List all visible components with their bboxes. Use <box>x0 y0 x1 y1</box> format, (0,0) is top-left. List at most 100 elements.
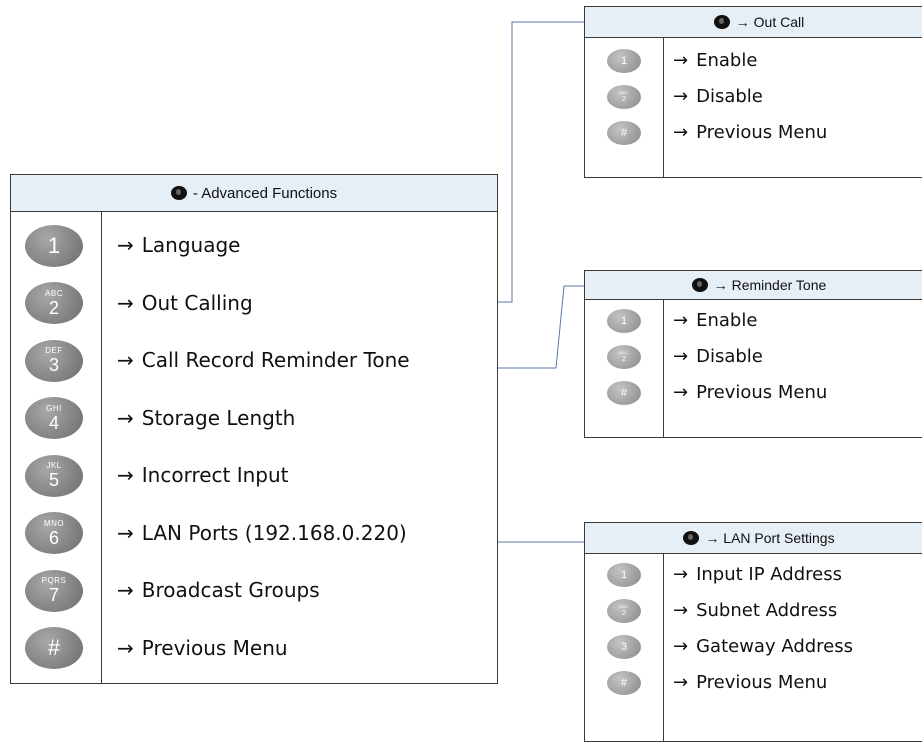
arrow-icon: → <box>673 85 689 107</box>
arrow-icon: → <box>673 381 689 403</box>
arrow-icon: → <box>673 309 689 331</box>
menu-item-text: Storage Length <box>141 405 296 430</box>
menu-item-label: →Disable <box>673 86 763 107</box>
key-letters: ABC <box>619 90 629 95</box>
menu-item-text: Disable <box>696 345 763 367</box>
key-letters: ABC <box>45 288 63 298</box>
menu-row[interactable]: 1→Enable <box>585 303 922 339</box>
menu-row[interactable]: #→Previous Menu <box>585 115 922 151</box>
menu-row[interactable]: # → Previous Menu <box>585 375 922 411</box>
key-number: 2 <box>622 356 626 363</box>
key-column <box>585 37 664 177</box>
menu-item-text: Enable <box>696 49 758 71</box>
arrow-icon: → <box>117 520 134 545</box>
arrow-icon: → <box>673 49 689 71</box>
key-number: # <box>620 676 628 689</box>
arrow-icon: → <box>117 635 134 660</box>
menu-item-label: → Enable <box>673 50 757 71</box>
key-column <box>11 211 102 683</box>
key-number: 6 <box>48 527 59 548</box>
arrow-icon: → <box>673 563 689 585</box>
key-number: # <box>620 386 628 399</box>
connector-lines <box>498 21 584 543</box>
key-number: 2 <box>622 610 626 617</box>
reminder-tone-header: → Reminder Tone <box>585 271 922 300</box>
9-key-icon <box>170 186 187 200</box>
menu-row[interactable]: 1→Enable <box>585 43 922 79</box>
menu-item-label: →Subnet Address <box>673 600 837 621</box>
lan-port-title: → LAN Port Settings <box>705 530 835 546</box>
menu-item-text: Gateway Address <box>696 635 854 657</box>
arrow-icon: → <box>117 578 134 603</box>
menu-row[interactable]: 3→Gateway Address <box>585 629 922 665</box>
keypad-1-icon: 1 <box>607 309 641 333</box>
key-number: 2 <box>622 96 626 103</box>
key-letters: ABC <box>619 604 629 609</box>
arrow-icon: → <box>117 463 134 488</box>
key-column <box>585 299 664 437</box>
menu-item-text: Out Calling <box>141 290 253 315</box>
key-letters: PQRS <box>41 576 67 586</box>
menu-row[interactable]: # →Previous Menu <box>585 665 922 701</box>
menu-item-label: → Incorrect Input <box>117 463 289 487</box>
keypad-1-icon: 1 <box>25 224 83 267</box>
arrow-icon: → <box>117 290 134 315</box>
menu-item-label: → Previous Menu <box>117 636 288 660</box>
2-key-icon <box>713 15 730 29</box>
menu-header: - Advanced Functions <box>11 175 497 212</box>
menu-item-text: Previous Menu <box>141 635 288 660</box>
arrow-icon: → <box>117 233 134 258</box>
key-letters: MNO <box>43 518 65 528</box>
key-letters: DEF <box>45 346 63 356</box>
key-number: 1 <box>620 314 628 327</box>
menu-item-label: → Disable <box>673 346 763 367</box>
key-letters: JKL <box>46 461 62 471</box>
menu-item-label: → Previous Menu <box>673 382 827 403</box>
keypad-1-icon: 1 <box>607 563 641 587</box>
keypad-hash-icon: # <box>25 627 83 670</box>
menu-item-text: LAN Ports (192.168.0.220) <box>141 520 407 545</box>
menu-item-text: Broadcast Groups <box>141 578 320 603</box>
arrow-icon: → <box>673 121 689 143</box>
menu-item-text: Previous Menu <box>696 381 828 403</box>
menu-item-label: →Previous Menu <box>673 672 827 693</box>
arrow-icon: → <box>117 348 134 373</box>
key-number: 4 <box>48 412 59 433</box>
menu-row[interactable]: 1→Input IP Address <box>585 557 922 593</box>
menu-row[interactable]: # → Previous Menu <box>11 620 497 678</box>
menu-title: - Advanced Functions <box>192 184 338 202</box>
menu-item-label: →Gateway Address <box>673 636 853 657</box>
menu-item-text: Language <box>141 233 241 258</box>
keypad-hash-icon: # <box>607 121 641 145</box>
arrow-icon: → <box>673 345 689 367</box>
menu-item-text: Incorrect Input <box>141 463 289 488</box>
menu-item-label: →Storage Length <box>117 406 295 430</box>
arrow-icon: → <box>673 599 689 621</box>
menu-row[interactable]: 1 → Language <box>11 217 497 275</box>
6-key-icon <box>683 531 700 545</box>
keypad-hash-icon: # <box>607 671 641 695</box>
key-number: 5 <box>48 470 59 491</box>
menu-item-label: → Broadcast Groups <box>117 578 320 602</box>
key-number: 2 <box>48 297 59 318</box>
